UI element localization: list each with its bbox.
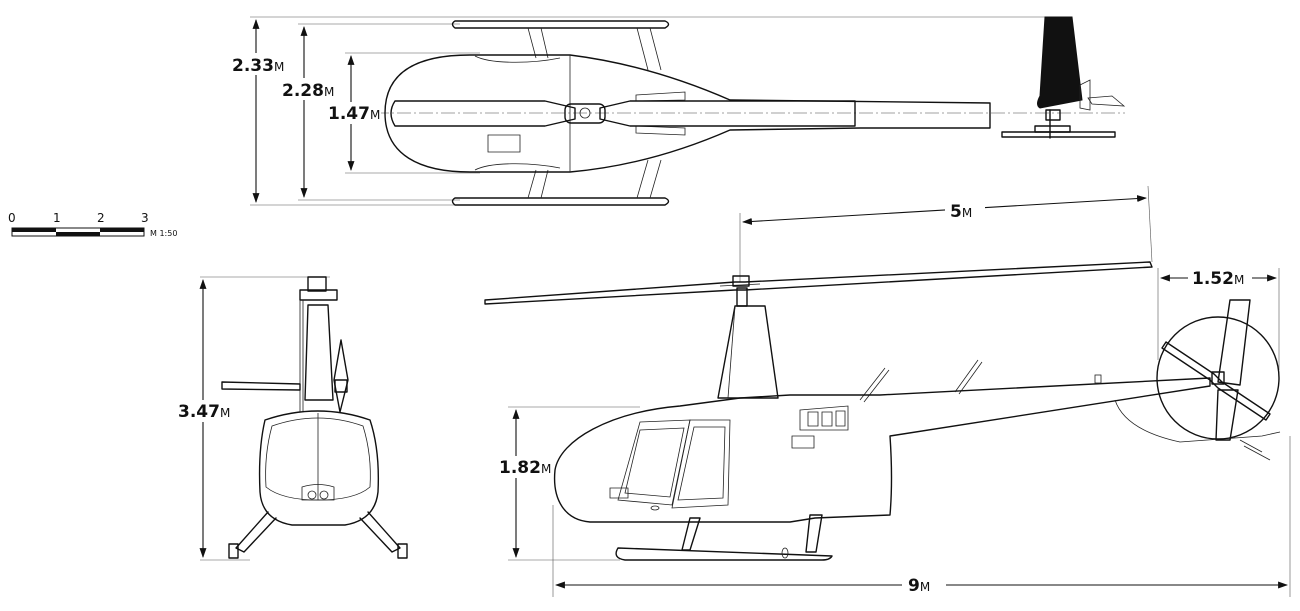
scale-ratio-label: M 1:50 — [150, 229, 177, 238]
dim-top-cabin-width: 1.47M — [328, 104, 380, 124]
dim-front-height: 3.47M — [178, 402, 230, 422]
side-main-rotor — [484, 261, 1153, 305]
dim-overall-length: 9M — [908, 576, 930, 596]
scale-tick-1: 1 — [53, 211, 61, 225]
dim-top-overall-width: 2.33M — [232, 56, 284, 76]
dim-rotor-radius: 5M — [950, 202, 972, 222]
top-skids — [451, 20, 670, 206]
front-view: 3.47M — [176, 276, 408, 561]
top-tail-rotor — [1001, 109, 1116, 139]
top-view: 2.33M 2.28M 1.47M — [228, 16, 1126, 206]
scale-tick-0: 0 — [8, 211, 16, 225]
scale-bar: 0 1 2 3 M 1:50 — [8, 211, 177, 238]
front-cabin — [258, 410, 379, 526]
scale-tick-3: 3 — [141, 211, 149, 225]
top-main-rotor — [390, 100, 856, 127]
dim-tail-rotor-diameter: 1.52M — [1192, 269, 1244, 289]
top-fuselage — [384, 54, 991, 173]
side-view: 5M 1.52M 1.82M 9M — [484, 185, 1291, 597]
scale-tick-2: 2 — [97, 211, 105, 225]
dim-top-skid-width: 2.28M — [282, 81, 334, 101]
side-fuselage — [553, 377, 1211, 523]
top-tail-fin — [1037, 16, 1083, 109]
dim-side-cabin-height: 1.82M — [499, 458, 551, 478]
side-tail-rotor — [1156, 316, 1280, 440]
